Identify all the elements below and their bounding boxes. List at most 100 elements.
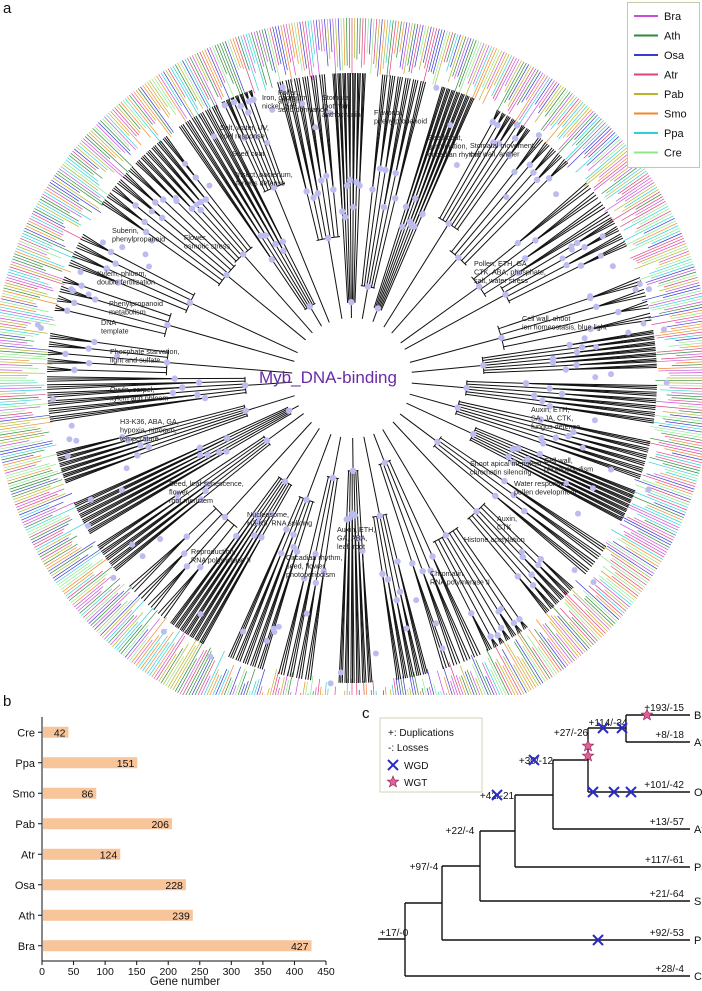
leaf-branch <box>36 533 72 553</box>
leaf-branch <box>277 25 288 71</box>
leaf-branch <box>625 505 679 531</box>
leaf-branch <box>621 175 650 195</box>
tree-rim <box>0 18 702 695</box>
value-label: 239 <box>172 910 190 922</box>
leaf-branch <box>647 494 688 511</box>
tree-node <box>587 293 594 300</box>
leaf-branch <box>623 520 672 546</box>
leaf-branch <box>446 33 459 72</box>
leaf-branch <box>399 21 405 53</box>
leaf-branch <box>550 94 575 126</box>
x-tick-label: 450 <box>317 966 335 978</box>
internal-branch <box>445 535 502 629</box>
tree-node <box>546 385 553 392</box>
leaf-branch <box>387 579 405 679</box>
leaf-branch <box>646 441 702 455</box>
tree-node <box>592 374 599 381</box>
leaf-branch <box>17 493 66 513</box>
tree-node <box>329 474 337 481</box>
tree-node <box>279 87 286 94</box>
leaf-branch <box>534 628 564 670</box>
leaf-branch <box>25 225 57 241</box>
leaf-branch <box>98 122 131 156</box>
tree-node <box>137 442 144 449</box>
internal-branch <box>127 407 245 441</box>
tree-node <box>314 190 322 197</box>
leaf-branch <box>0 442 53 455</box>
leaf-branch <box>214 45 227 74</box>
internal-branch <box>106 268 190 306</box>
leaf-branch <box>386 20 394 76</box>
leaf-branch <box>663 276 698 288</box>
leaf-branch <box>504 60 522 93</box>
leaf-branch <box>537 564 567 596</box>
leaf-branch <box>160 648 184 684</box>
leaf-branch <box>160 140 207 200</box>
leaf-branch <box>0 369 23 371</box>
leaf-branch <box>635 484 690 506</box>
leaf-branch <box>15 248 65 268</box>
leaf-branch <box>149 80 168 108</box>
leaf-branch <box>407 23 416 66</box>
tree-node <box>570 428 577 436</box>
leaf-branch <box>0 412 32 417</box>
leaf-branch <box>513 664 530 692</box>
leaf-branch <box>45 547 77 567</box>
tree-node <box>645 286 652 293</box>
tree-node <box>99 239 106 246</box>
leaf-branch <box>382 19 389 69</box>
leaf-branch <box>218 669 230 695</box>
tree-node <box>518 548 525 555</box>
leaf-branch <box>478 50 503 101</box>
tree-node <box>445 220 452 227</box>
leaf-branch <box>655 255 691 270</box>
leaf-branch <box>636 243 687 264</box>
leaf-branch <box>163 643 189 685</box>
internal-branch <box>197 389 246 396</box>
leaf-branch <box>452 36 467 77</box>
leaf-branch <box>615 177 652 202</box>
leaf-branch <box>564 122 606 165</box>
leaf-branch <box>470 47 495 101</box>
leaf-branch <box>635 240 685 262</box>
tree-node <box>559 255 566 262</box>
leaf-branch <box>0 392 26 395</box>
tree-node <box>372 650 379 657</box>
tree-node <box>123 465 130 472</box>
leaf-branch <box>548 89 569 116</box>
leaf-branch <box>77 144 108 171</box>
leaf-branch <box>664 435 702 444</box>
leaf-branch <box>177 62 204 109</box>
leaf-branch <box>606 166 644 194</box>
tree-node <box>159 196 167 203</box>
leaf-branch <box>0 440 53 453</box>
leaf-branch <box>7 274 53 289</box>
leaf-branch <box>0 440 30 447</box>
leaf-branch <box>410 24 421 74</box>
tree-node <box>346 176 354 184</box>
internal-branch <box>317 193 327 239</box>
leaf-branch <box>79 578 121 614</box>
tree-node <box>142 251 149 258</box>
internal-branch <box>352 207 354 303</box>
leaf-branch <box>509 129 531 157</box>
leaf-branch <box>635 198 665 216</box>
internal-branch <box>456 155 510 230</box>
leaf-branch <box>507 644 534 690</box>
leaf-branch <box>256 669 266 695</box>
leaf-branch <box>385 20 391 64</box>
internal-branch <box>265 235 310 308</box>
leaf-branch <box>595 594 621 618</box>
tree-node <box>275 623 282 630</box>
internal-branch <box>332 189 339 237</box>
tree-node <box>468 610 475 617</box>
leaf-branch <box>635 225 679 246</box>
tree-node <box>103 265 110 272</box>
leaf-branch <box>19 493 73 516</box>
leaf-branch <box>358 689 360 695</box>
leaf-branch <box>542 624 573 663</box>
leaf-branch <box>379 19 386 75</box>
leaf-branch <box>526 382 657 390</box>
leaf-branch <box>540 91 571 131</box>
